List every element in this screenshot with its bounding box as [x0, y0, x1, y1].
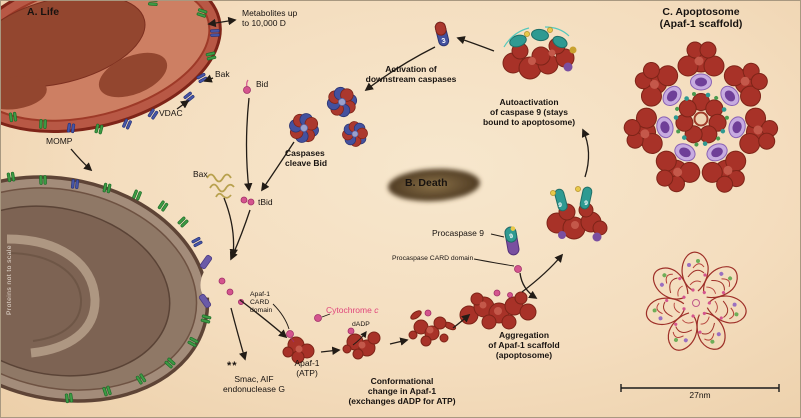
- arrow-momp: [70, 148, 93, 172]
- cytochrome-c-label: Cytochrome c: [326, 305, 379, 315]
- procaspase-card-label: Procaspase CARD domain: [392, 255, 474, 262]
- arrow-to-aggregation: [452, 313, 471, 329]
- aggregation-label: Aggregation of Apaf-1 scaffold (apoptoso…: [488, 330, 560, 360]
- apaf1-intermediate: [342, 327, 381, 360]
- flow-arrows: [70, 16, 590, 361]
- procaspase-card-dot: [514, 265, 522, 273]
- arrow-metabolites: [207, 16, 237, 28]
- apaf1-atp-label: Apaf-1 (ATP): [294, 358, 320, 378]
- procaspase9-label: Procaspase 9: [432, 228, 484, 238]
- bid-label: Bid: [256, 79, 269, 89]
- dadp-label: dADP: [352, 321, 370, 328]
- bid-molecule: [243, 79, 251, 94]
- metabolites-label: Metabolites up to 10,000 D: [242, 8, 298, 28]
- arrow-bid-to-tbid: [244, 97, 253, 192]
- caspase9-number: 9: [584, 200, 588, 207]
- panel-c-title: C. Apoptosome: [662, 6, 740, 18]
- bax-label: Bax: [193, 169, 208, 179]
- panel-b-label: B. Death: [405, 177, 448, 189]
- line-apaf1-card: [272, 303, 290, 330]
- active-caspases: [285, 84, 374, 153]
- arrow-autoactivation: [581, 128, 590, 178]
- panel-c-subtitle: (Apaf-1 scaffold): [659, 18, 743, 30]
- arrow-vdac: [176, 100, 190, 110]
- caspase3-molecule: 3: [434, 21, 450, 47]
- apaf1-card-label: Apaf-1 CARD domain: [250, 291, 273, 314]
- procaspase9-molecule: 9: [504, 226, 522, 273]
- caspase9-number: 9: [558, 202, 562, 209]
- momp-label: MOMP: [46, 136, 73, 146]
- momp-pore: [200, 264, 222, 298]
- mitochondrion-life: [1, 1, 222, 135]
- arrow-pore-to-smac: [230, 307, 248, 361]
- arrow-bak: [203, 74, 214, 83]
- apoptosome-structure: [620, 41, 782, 199]
- scale-bar-label: 27nm: [689, 390, 711, 400]
- conformational-change-label: Conformational change in Apaf-1 (exchang…: [348, 376, 456, 406]
- tbid-label: tBid: [258, 197, 273, 207]
- pointer-lines: [272, 233, 515, 330]
- line-procaspase9: [490, 233, 505, 238]
- bax-protein: [206, 173, 235, 199]
- apoptosome-ribbon-structure: [643, 251, 750, 356]
- arrow-pore-to-apaf1: [239, 299, 288, 339]
- caspase9-number: 9: [509, 233, 514, 241]
- arrow-aggregation-to-apoptosome: [521, 253, 564, 293]
- apaf1-extended: [408, 309, 457, 347]
- smac-asterisks: **: [227, 360, 238, 372]
- caspases-cleave-bid-label: Caspases cleave Bid: [285, 148, 328, 168]
- line-cytochrome: [321, 313, 331, 318]
- arrow-dadp-release: [352, 330, 367, 346]
- autoactivation-label: Autoactivation of caspase 9 (stays bound…: [482, 97, 576, 127]
- scale-bar: [620, 384, 780, 392]
- arrow-apaf1-step2: [389, 337, 409, 346]
- vdac-label: VDAC: [159, 108, 183, 118]
- line-procaspase-card: [473, 258, 515, 267]
- smac-label: Smac, AIF endonuclease G: [223, 374, 285, 394]
- apaf1-scaffold-aggregate: [459, 289, 537, 330]
- apaf1-atp-molecule: [282, 330, 315, 364]
- caspase3-number: 3: [441, 37, 447, 45]
- arrow-caspase-cleaves: [261, 141, 295, 192]
- bak-label: Bak: [215, 69, 230, 79]
- apoptosome-with-caspase9: 9 9: [546, 186, 608, 242]
- arrow-procaspase9-join: [519, 272, 538, 299]
- death-shadow: [388, 168, 480, 202]
- arrow-bax-to-pore: [223, 197, 238, 258]
- arrow-apoptosome-to-caspase3: [456, 36, 495, 52]
- arrow-caspase3-to-downstream: [364, 46, 436, 92]
- proteins-note: Proteins not to scale: [6, 245, 13, 315]
- activation-downstream-label: Activation of downstream caspases: [365, 64, 457, 84]
- tbid-molecule: [240, 196, 255, 206]
- panel-a-label: A. Life: [27, 6, 60, 18]
- cytochrome-c-molecules: [218, 277, 322, 322]
- apoptosome-autoactivation: [502, 26, 577, 80]
- mitochondrion-momp: [1, 171, 222, 404]
- arrow-apaf1-step1: [320, 346, 341, 355]
